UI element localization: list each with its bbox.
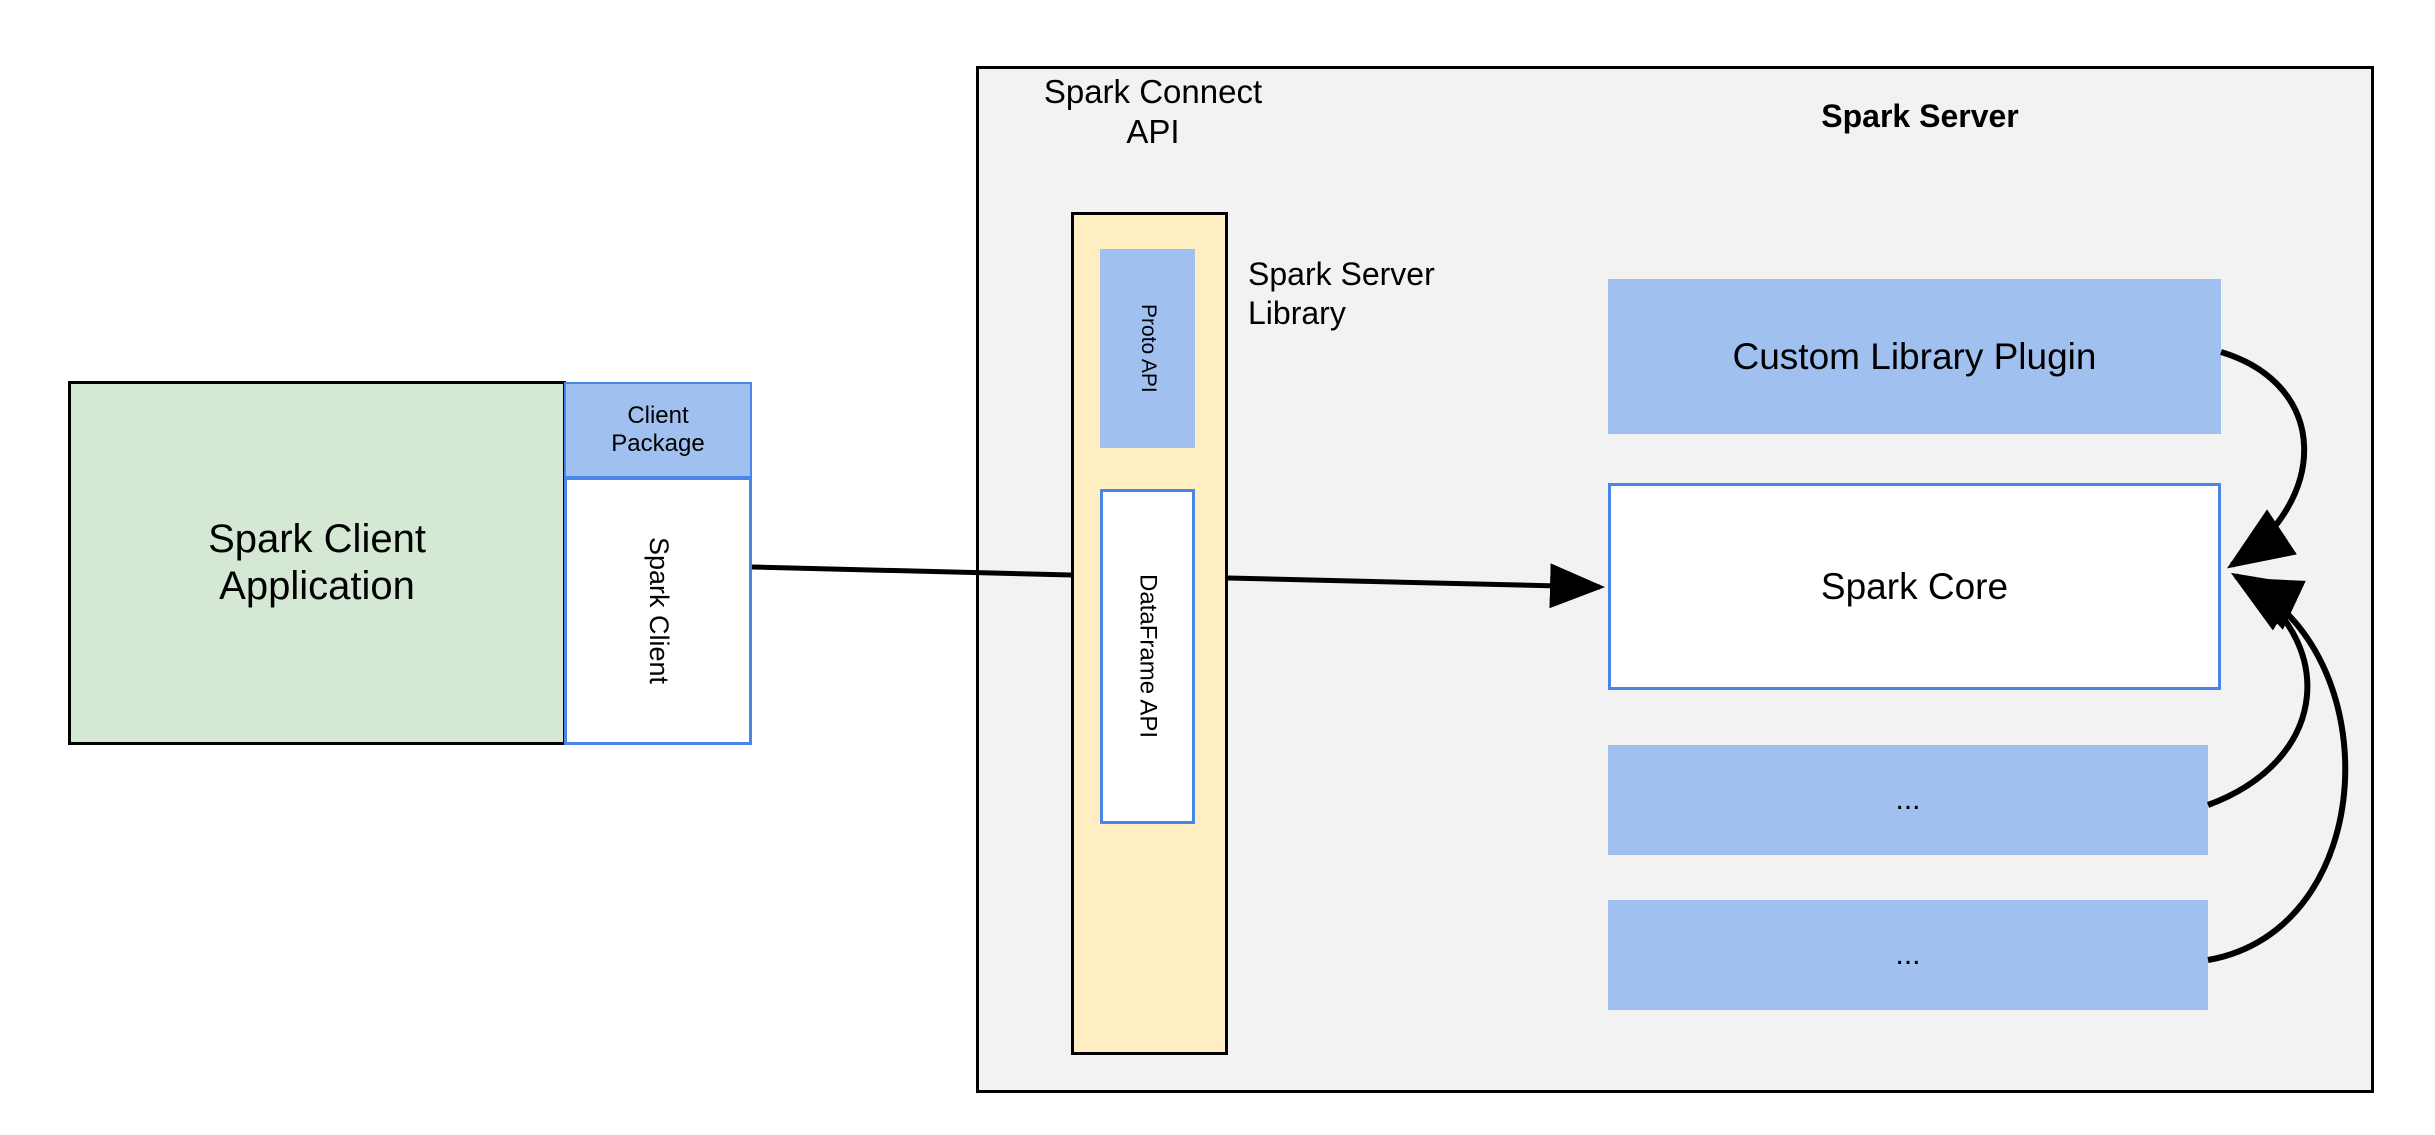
proto-api-box[interactable]: Proto API xyxy=(1100,249,1195,448)
placeholder-component-label-2: ... xyxy=(1895,938,1921,972)
placeholder-component-label-1: ... xyxy=(1895,783,1921,817)
spark-client-label: Spark Client xyxy=(643,537,674,685)
spark-connect-api-title: Spark Connect API xyxy=(1043,73,1263,150)
spark-server-library-label: Spark Server Library xyxy=(1248,256,1435,332)
client-package-box[interactable]: Client Package xyxy=(564,382,752,478)
custom-library-plugin-label: Custom Library Plugin xyxy=(1732,335,2097,377)
client-package-label: Client Package xyxy=(611,401,705,457)
spark-core-box[interactable]: Spark Core xyxy=(1608,483,2221,690)
spark-client-box[interactable]: Spark Client xyxy=(564,477,752,745)
placeholder-component-box-1[interactable]: ... xyxy=(1608,745,2208,855)
proto-api-label: Proto API xyxy=(1136,304,1160,393)
dataframe-api-box[interactable]: DataFrame API xyxy=(1100,489,1195,824)
dataframe-api-label: DataFrame API xyxy=(1134,574,1162,739)
spark-core-label: Spark Core xyxy=(1820,565,2009,607)
custom-library-plugin-box[interactable]: Custom Library Plugin xyxy=(1608,279,2221,434)
spark-client-application-label: Spark Client Application xyxy=(208,516,426,608)
spark-client-application-box[interactable]: Spark Client Application xyxy=(68,381,566,745)
spark-server-title: Spark Server xyxy=(1821,98,2019,134)
placeholder-component-box-2[interactable]: ... xyxy=(1608,900,2208,1010)
